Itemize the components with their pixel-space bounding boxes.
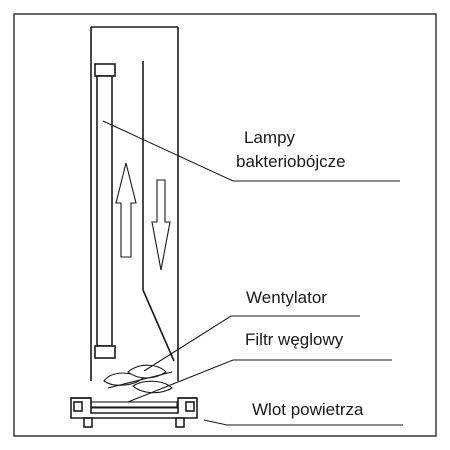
up-arrow-icon [115, 162, 137, 258]
carbon-filter [90, 401, 178, 408]
leader-lines [102, 120, 403, 426]
down-arrow-icon [151, 179, 171, 271]
fan-icon [103, 364, 173, 394]
label-filter: Filtr węglowy [245, 330, 344, 349]
label-inlet: Wlot powietrza [252, 400, 364, 419]
uv-lamp [94, 63, 116, 359]
outer-frame [13, 13, 437, 437]
label-fan: Wentylator [246, 288, 327, 307]
label-lamps-line2: bakteriobójcze [236, 152, 346, 171]
label-lamps-line1: Lampy [244, 128, 296, 147]
divider-slant [142, 289, 175, 362]
base-inlet [70, 397, 198, 428]
